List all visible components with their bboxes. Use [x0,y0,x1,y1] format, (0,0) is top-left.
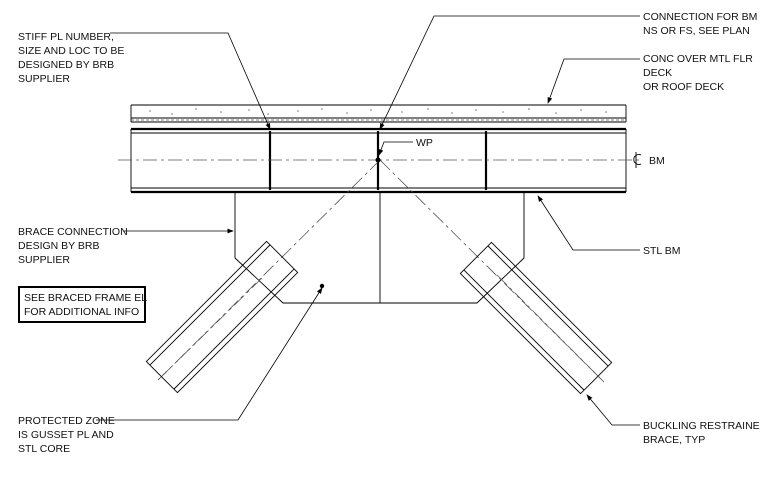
label-brace-conn-1: BRACE CONNECTION [18,226,128,238]
brace-right [459,241,613,395]
label-brace-conn-2: DESIGN BY BRB [18,240,100,252]
work-point-dot [375,157,381,163]
concrete-slab [130,104,627,123]
label-brace-conn-3: SUPPLIER [18,254,70,266]
brace-left [145,240,299,394]
label-wp: WP [416,137,433,149]
label-cl-bm: BM [649,155,665,167]
label-protected-2: IS GUSSET PL AND [18,429,114,441]
label-stl-bm: STL BM [643,245,681,257]
label-see-braced-2: FOR ADDITIONAL INFO [24,306,139,318]
label-protected-3: STL CORE [18,443,70,455]
label-stiff-pl-3: DESIGNED BY BRB [18,59,114,71]
label-stiff-pl-2: SIZE AND LOC TO BE [18,45,124,57]
note-box [18,286,146,323]
label-conc-2: DECK [643,67,672,79]
label-conc-3: OR ROOF DECK [643,81,724,93]
label-conc-1: CONC OVER MTL FLR [643,53,753,65]
annotations: STIFF PL NUMBER, SIZE AND LOC TO BE DESI… [18,11,760,455]
label-stiff-pl-1: STIFF PL NUMBER, [18,31,114,43]
label-stiff-pl-4: SUPPLIER [18,73,70,85]
label-conn-bm-1: CONNECTION FOR BM [643,11,757,23]
brace-centerline-right [379,159,605,383]
leader-lines [96,15,640,426]
label-conn-bm-2: NS OR FS, SEE PLAN [643,25,750,37]
label-protected-1: PROTECTED ZONE [18,415,115,427]
label-buckling-2: BRACE, TYP [643,434,705,446]
label-buckling-1: BUCKLING RESTRAINED [643,420,760,432]
label-see-braced-1: SEE BRACED FRAME EL [24,292,147,304]
gusset-plate [234,192,525,304]
centerline-symbol [633,152,642,168]
